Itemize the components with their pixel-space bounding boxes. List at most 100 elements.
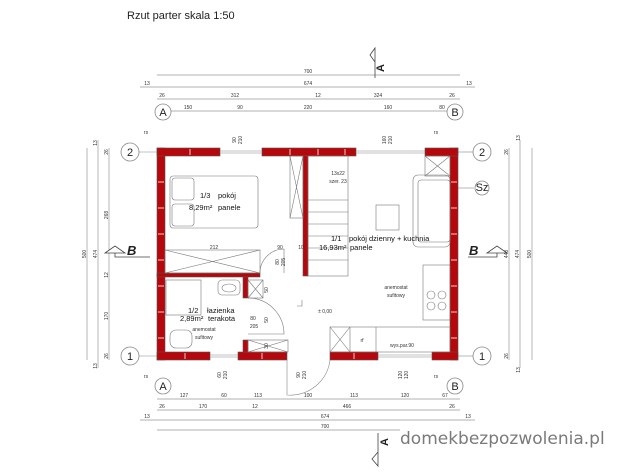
opening-labels: 90 210 160 210 60 210 90 210 120 120 xyxy=(217,136,410,380)
axis-label: A xyxy=(159,107,167,119)
dim-label: 12 xyxy=(104,272,110,278)
dim-label: 26 xyxy=(504,149,510,155)
kitchen-counter xyxy=(329,326,451,353)
opening-height: 210 xyxy=(238,136,244,145)
dim-label: 113 xyxy=(350,393,358,399)
section-arrow-icon xyxy=(103,245,150,258)
axis-bubble-1-left xyxy=(120,346,140,366)
dim-label: 26 xyxy=(449,93,455,99)
wardrobe xyxy=(164,249,261,274)
section-label: B xyxy=(127,243,136,258)
dim-label: 500 xyxy=(527,250,533,259)
section-markers: A A B B xyxy=(103,46,509,468)
dim-label: 13 xyxy=(93,140,99,146)
top-dimensions: 700 13 674 13 26 312 12 324 26 150 90 22… xyxy=(140,69,475,112)
dim-label: 26 xyxy=(449,404,455,410)
dim-label: 26 xyxy=(104,149,110,155)
section-label: A xyxy=(379,438,391,446)
dim-label: 700 xyxy=(321,424,330,430)
dim-label: 324 xyxy=(374,93,383,99)
dim-label: 150 xyxy=(184,105,193,111)
dim-label: 120 xyxy=(401,393,410,399)
dim-label: 160 xyxy=(384,105,393,111)
room-1-2: 1/2 łazienka 2,89m² terakota xyxy=(180,306,236,323)
axis-label: B xyxy=(451,107,458,119)
wall-joints xyxy=(158,149,457,359)
dim-label: 127 xyxy=(180,393,189,399)
stairs-size: 13x22 xyxy=(331,171,345,177)
dim-label: 466 xyxy=(343,404,352,410)
opening-width: 60 xyxy=(217,372,223,378)
dim-label: 170 xyxy=(104,312,110,321)
axis-label: Sz xyxy=(476,182,489,194)
dim-label: 12 xyxy=(315,93,321,99)
dim-label: 268 xyxy=(104,211,110,220)
annotations: 13x22 szer. 23 anemostat sufitowy anemos… xyxy=(192,171,414,349)
level-mark: ± 0,00 xyxy=(318,309,332,315)
axis-bubble-b-bottom xyxy=(446,377,464,395)
dim-label: 100 xyxy=(304,393,313,399)
dim-label: 80 xyxy=(250,316,256,322)
dim-label: 26 xyxy=(159,404,165,410)
dim-label: 205 xyxy=(250,324,259,330)
room-floor: panele xyxy=(350,243,373,252)
dim-label: 80 xyxy=(275,259,281,265)
opening-height: 210 xyxy=(223,371,229,380)
dim-label: 13 xyxy=(516,367,522,373)
dim-label: 220 xyxy=(304,105,313,111)
section-arrow-icon xyxy=(468,245,509,258)
dim-label: 205 xyxy=(281,258,287,267)
axis-label: 1 xyxy=(127,351,133,363)
bottom-dimensions: 127 60 113 100 113 120 67 26 170 12 466 … xyxy=(140,393,475,431)
rs-label: rs xyxy=(434,130,439,136)
dim-label: 674 xyxy=(321,414,330,420)
rs-label: rs xyxy=(144,130,149,136)
windows xyxy=(210,150,432,396)
dim-label: 13 xyxy=(93,363,99,369)
shower xyxy=(165,279,202,316)
dim-label: 448 xyxy=(504,250,510,259)
dim-label: 474 xyxy=(93,250,99,259)
table xyxy=(375,204,400,231)
axis-bubble-2-left xyxy=(120,142,140,162)
dim-label: 170 xyxy=(199,404,208,410)
dim-label: 13 xyxy=(466,81,472,87)
dim-label: 212 xyxy=(210,245,219,251)
dim-label: 13 xyxy=(144,414,150,420)
dim-label: 50 xyxy=(264,317,270,323)
room-area: 16,93m² xyxy=(319,243,347,252)
fridge-label: rf xyxy=(360,338,364,344)
anemostat-label: anemostat xyxy=(384,285,408,291)
room-floor: terakota xyxy=(208,314,236,323)
dim-label: 500 xyxy=(82,250,88,259)
dim-label: 674 xyxy=(304,81,313,87)
stairs-width: szer. 23 xyxy=(329,179,347,185)
right-dimensions: 13 26 448 26 13 474 500 xyxy=(504,135,533,373)
axis-bubble-sz xyxy=(474,180,490,196)
room-name: pokój xyxy=(218,191,236,200)
opening-width: 120 xyxy=(398,371,404,380)
axis-bubble-b-top xyxy=(446,103,464,121)
room-area: 2,89m² xyxy=(180,314,204,323)
toilet xyxy=(169,329,193,349)
room-number: 1/1 xyxy=(331,234,341,243)
axis-bubble-2-right xyxy=(472,142,492,162)
room-floor: panele xyxy=(218,203,241,212)
dim-label: 26 xyxy=(159,93,165,99)
axis-label: 2 xyxy=(479,147,485,159)
dim-label: 10 xyxy=(298,245,304,251)
dim-label: 50 xyxy=(264,287,270,293)
counter-height: wys.par.90 xyxy=(390,343,414,349)
dim-label: 312 xyxy=(231,93,240,99)
section-arrow-icon xyxy=(371,433,379,468)
room-number: 1/3 xyxy=(200,191,210,200)
opening-width: 160 xyxy=(382,136,388,145)
axis-bubble-a-bottom xyxy=(154,377,172,395)
cooker xyxy=(422,264,451,321)
dim-label: 700 xyxy=(304,69,313,75)
grid-axes: A B A B 2 2 1 1 Sz rs rs rs rs xyxy=(120,103,492,395)
dim-label: 12 xyxy=(252,404,258,410)
room-name: pokój dzienny + kuchnia xyxy=(349,234,430,243)
room-1-3: 1/3 pokój 8,29m² panele xyxy=(189,191,241,212)
